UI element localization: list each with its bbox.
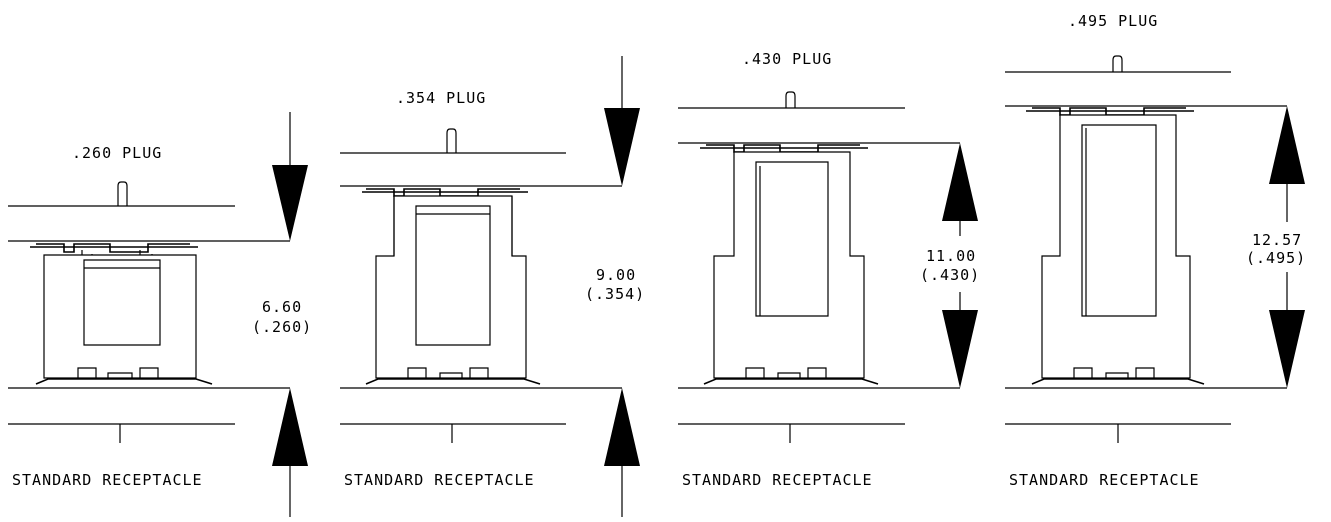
plug-pin <box>785 91 796 108</box>
receptacle-cavity <box>1081 124 1157 317</box>
plug-label-495: .495 PLUG <box>1068 12 1158 30</box>
receptacle-contacts <box>77 367 159 378</box>
plug-label-260: .260 PLUG <box>72 144 162 162</box>
assembly-495-plug: .495 PLUG STANDARD RECEPTACLE <box>1005 12 1231 489</box>
receptacle-contacts <box>745 367 827 378</box>
dimension-arrow-down <box>604 108 640 186</box>
dimension-mm-2: 9.00 <box>596 266 636 284</box>
dimension-in-3: (.430) <box>920 266 980 284</box>
receptacle-flange <box>1031 378 1205 385</box>
receptacle-flange <box>35 378 213 385</box>
plug-label-430: .430 PLUG <box>742 50 832 68</box>
dimension-in-1: (.260) <box>252 318 312 336</box>
assembly-260-plug: .260 PLUG STANDARD RECEPTACLE <box>8 144 235 489</box>
plug-flange <box>30 243 198 253</box>
dimension-in-2: (.354) <box>585 285 645 303</box>
receptacle-cavity <box>83 259 161 346</box>
plug-pin <box>1112 55 1123 72</box>
dimension-arrow-down <box>272 165 308 241</box>
dimension-arrow-up <box>942 143 978 221</box>
dimension-in-4: (.495) <box>1246 249 1306 267</box>
receptacle-cavity <box>755 161 829 317</box>
plug-flange <box>700 144 868 153</box>
plug-flange <box>1026 107 1194 116</box>
dimension-11-00: 11.00 (.430) <box>905 142 980 389</box>
dimension-arrow-up <box>1269 106 1305 184</box>
dimension-mm-1: 6.60 <box>262 298 302 316</box>
dimension-6-60: 6.60 (.260) <box>235 112 312 518</box>
assembly-354-plug: .354 PLUG STANDARD RECEPTACLE <box>340 89 566 489</box>
dimension-12-57: 12.57 (.495) <box>1231 105 1306 389</box>
assembly-430-plug: .430 PLUG STANDARD RECEPTACLE <box>678 50 905 489</box>
receptacle-flange <box>703 378 879 385</box>
receptacle-flange <box>365 378 541 385</box>
dimension-arrow-up <box>272 388 308 466</box>
receptacle-label-2: STANDARD RECEPTACLE <box>344 471 535 489</box>
receptacle-contacts <box>1073 367 1155 378</box>
receptacle-label-1: STANDARD RECEPTACLE <box>12 471 203 489</box>
plug-pin <box>446 128 457 153</box>
dimension-mm-4: 12.57 <box>1252 231 1302 249</box>
receptacle-contacts <box>407 367 489 378</box>
receptacle-cavity <box>415 205 491 346</box>
plug-flange <box>362 188 528 197</box>
receptacle-label-4: STANDARD RECEPTACLE <box>1009 471 1200 489</box>
dimension-arrow-down <box>942 310 978 388</box>
dimension-arrow-up <box>604 388 640 466</box>
plug-pin <box>117 181 128 206</box>
dimension-mm-3: 11.00 <box>926 247 976 265</box>
receptacle-label-3: STANDARD RECEPTACLE <box>682 471 873 489</box>
plug-label-354: .354 PLUG <box>396 89 486 107</box>
dimension-9-00: 9.00 (.354) <box>566 56 645 518</box>
dimension-arrow-down <box>1269 310 1305 388</box>
